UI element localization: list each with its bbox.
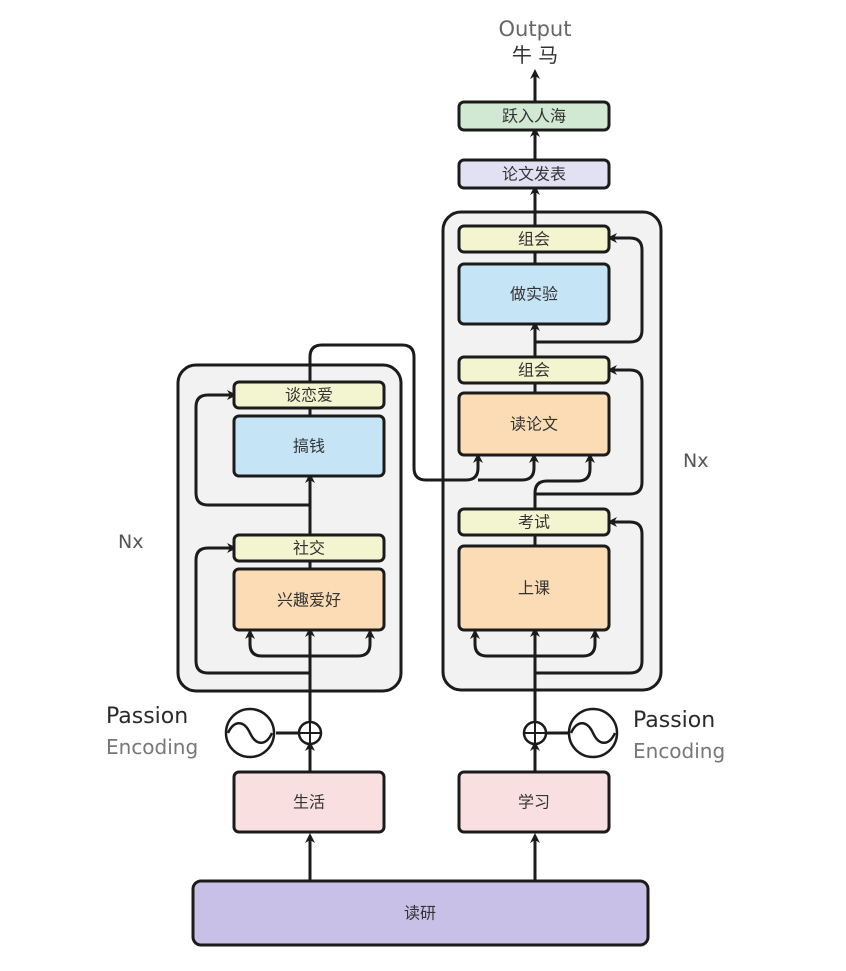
- encoder-add-norm-bottom-label: 社交: [293, 539, 325, 558]
- encoder-add-norm-bottom: 社交: [232, 533, 386, 563]
- decoder-add-norm-mid: 组会: [457, 355, 611, 385]
- decoder-repeat-label: Nx: [683, 450, 708, 472]
- base-input-box: 读研: [191, 879, 650, 947]
- decoder-add-norm-top-label: 组会: [518, 230, 550, 249]
- decoder-attn-fanout-right: [535, 629, 600, 658]
- encoder-attn-fanout-left: [245, 629, 310, 658]
- softmax-label: 跃入人海: [502, 107, 566, 126]
- encoder-attn-fanout-right: [310, 629, 375, 658]
- encoder-repeat-label: Nx: [118, 531, 143, 553]
- right-pe-line2: Encoding: [633, 739, 725, 763]
- left-embedding-box: 生活: [232, 770, 386, 834]
- decoder-add-norm-mid-label: 组会: [518, 361, 550, 380]
- right-pe-line1: Passion: [633, 708, 715, 733]
- linear-label: 论文发表: [502, 165, 566, 184]
- right-embedding-box: 学习: [457, 770, 611, 834]
- decoder-cross-attention-label: 读论文: [510, 415, 558, 434]
- encoder-attention-label: 兴趣爱好: [277, 591, 341, 610]
- left-embedding-label: 生活: [293, 793, 325, 812]
- decoder-add-norm-top: 组会: [457, 224, 611, 254]
- linear-box: 论文发表: [457, 158, 611, 190]
- encoder-feed-forward: 搞钱: [232, 414, 386, 478]
- decoder-feed-forward-label: 做实验: [510, 285, 558, 304]
- left-pe-line2: Encoding: [106, 735, 198, 759]
- encoder-residual-1: [194, 543, 310, 675]
- decoder-add-norm-bottom-label: 考试: [518, 513, 550, 532]
- left-positional-encoding: Passion Encoding: [106, 704, 323, 759]
- connections: [194, 69, 644, 880]
- decoder-attn-fanout-left: [470, 629, 535, 658]
- decoder-add-norm-bottom: 考试: [457, 507, 611, 537]
- decoder-residual-2: [535, 365, 644, 496]
- encoder-to-decoder-left: [308, 343, 483, 482]
- encoder-block: [176, 363, 403, 693]
- decoder-masked-attention-label: 上课: [518, 579, 550, 598]
- encoder-feed-forward-label: 搞钱: [293, 437, 325, 456]
- decoder-residual-3: [535, 233, 644, 344]
- left-pe-line1: Passion: [106, 704, 188, 729]
- decoder-residual-1: [535, 517, 644, 675]
- output-subtitle: 牛 马: [512, 43, 558, 67]
- encoder-add-norm-top: 谈恋爱: [232, 380, 386, 410]
- base-input-label: 读研: [404, 904, 436, 923]
- decoder-cross-attention: 读论文: [457, 391, 611, 457]
- encoder-residual-2: [194, 390, 310, 507]
- decoder-masked-attention: 上课: [457, 544, 611, 632]
- encoder-to-decoder-mid: [478, 453, 539, 482]
- output-title: Output: [499, 17, 572, 41]
- encoder-add-norm-top-label: 谈恋爱: [285, 386, 333, 405]
- softmax-box: 跃入人海: [457, 100, 611, 132]
- encoder-attention: 兴趣爱好: [232, 567, 386, 632]
- decoder-feed-forward: 做实验: [457, 262, 611, 326]
- decoder-query-arrow: [533, 453, 595, 508]
- right-positional-encoding: Passion Encoding: [522, 707, 725, 763]
- right-embedding-label: 学习: [518, 793, 550, 812]
